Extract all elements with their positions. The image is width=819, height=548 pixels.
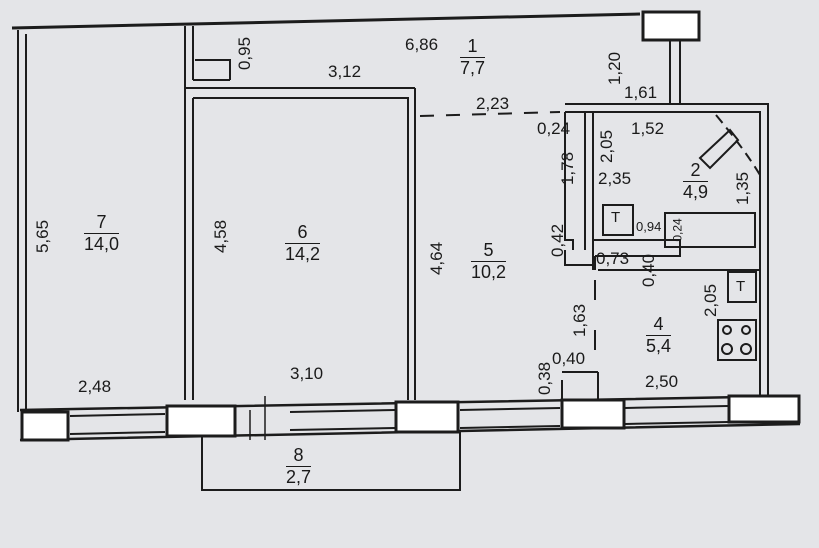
dimension-label: 1,35 [733,171,753,206]
dimension-label: 0,40 [552,349,586,368]
dimension-label: 2,48 [78,377,112,396]
dimension-label: 1,78 [558,151,578,186]
dimension-label: 0,38 [535,361,555,396]
dimension-label: 2,35 [598,169,632,188]
dimension-label: 2,50 [645,372,679,391]
dimension-label: 2,05 [701,283,721,318]
dimension-label: 1,63 [570,303,590,338]
dimension-label: 5,65 [33,219,53,254]
dimension-label: 0,94 [636,219,662,234]
dimension-label: 2,23 [476,94,510,113]
dimension-label: 3,10 [290,364,324,383]
toilet-icon: T [611,209,621,226]
dimension-label: 3,12 [328,62,362,81]
dimension-label: 4,58 [211,219,231,254]
dimension-label: 0,42 [548,223,568,258]
dimension-label: 6,86 [405,35,439,54]
stove-icon: T [736,278,746,295]
dimension-label: 1,61 [624,83,658,102]
dimension-label: 2,05 [597,129,617,164]
dimension-label: 0,40 [639,253,659,288]
dimension-label: 0,95 [235,36,255,71]
dimension-label: 1,20 [605,51,625,86]
dimension-label: 4,64 [427,241,447,276]
dimension-label: 1,52 [631,119,665,138]
dimension-label: 0,24 [537,119,571,138]
dimension-label: 0,73 [596,249,630,268]
dimension-label: 0,24 [670,218,685,242]
